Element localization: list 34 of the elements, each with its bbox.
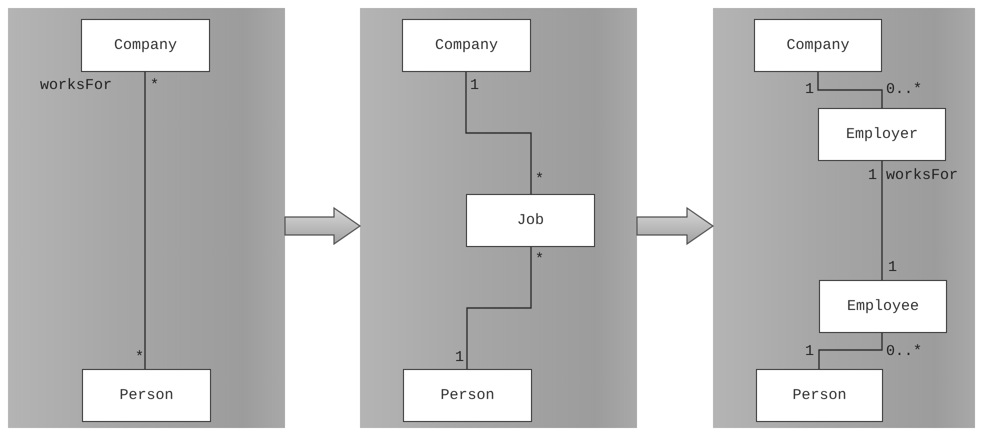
class-box: Person [403,369,532,422]
class-box: Company [754,19,882,72]
multiplicity-label: 1 [805,82,814,97]
multiplicity-label: 1 [455,350,464,365]
class-box: Employer [818,108,946,161]
class-box: Job [466,194,595,247]
class-box: Company [81,19,210,72]
diagram-panel [713,8,975,428]
multiplicity-label: 0..* [886,82,922,97]
association-line [818,333,883,369]
multiplicity-label: 1 [470,78,480,93]
association-line [466,247,532,369]
association-line [817,72,883,108]
association-line [881,161,883,280]
block-arrow [284,206,362,246]
multiplicity-label: * [535,172,544,187]
diagram-panel [8,8,285,428]
multiplicity-label: 1 [888,260,898,275]
class-box: Employee [819,280,947,333]
class-box: Company [402,19,531,72]
multiplicity-label: 0..* [886,344,922,359]
association-line [465,72,532,194]
multiplicity-label: 1 [868,168,878,183]
class-box: Person [82,369,211,422]
multiplicity-label: 1 [805,344,814,359]
multiplicity-label: * [150,78,160,93]
multiplicity-label: * [135,350,144,365]
block-arrow [636,206,714,246]
association-line [144,72,146,369]
role-name: worksFor [886,168,958,183]
role-name: worksFor [40,78,112,93]
diagram-panel [360,8,637,428]
multiplicity-label: * [535,252,544,267]
class-box: Person [756,369,883,422]
